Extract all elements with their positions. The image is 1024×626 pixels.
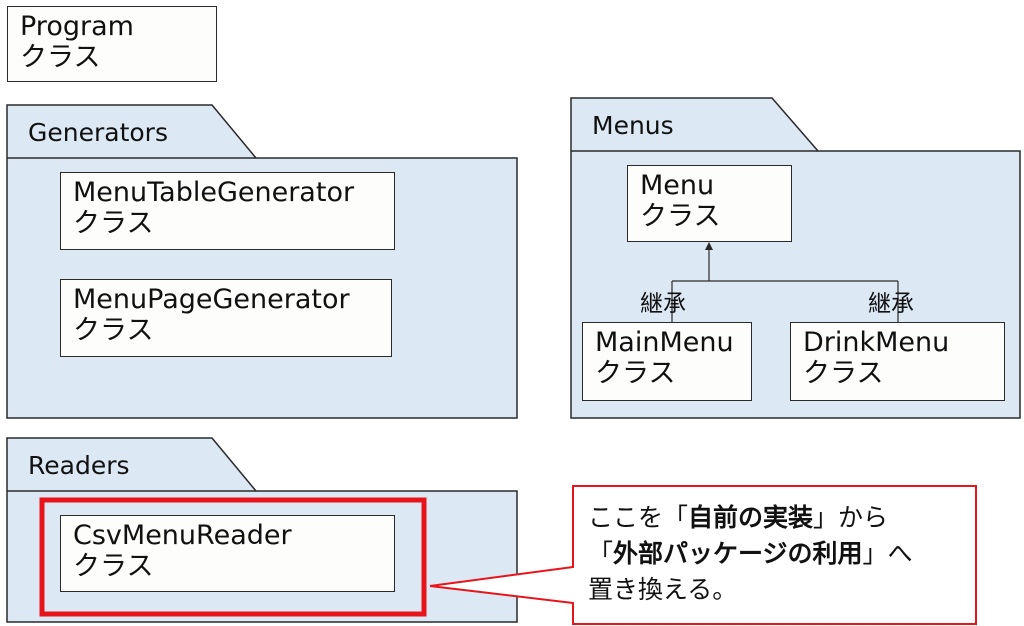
readers-package-label: Readers bbox=[28, 451, 130, 480]
class-kind: クラス bbox=[73, 551, 154, 582]
menu-page-generator-class: MenuPageGenerator クラス bbox=[60, 279, 392, 357]
program-class: Program クラス bbox=[7, 6, 217, 82]
inherit-label-right: 継承 bbox=[868, 291, 914, 317]
menus-package-label: Menus bbox=[592, 111, 674, 140]
class-kind: クラス bbox=[73, 315, 154, 346]
callout-bold-1: 自前の実装 bbox=[688, 503, 814, 532]
callout-text: ここを「自前の実装」から 「外部パッケージの利用」へ 置き換える。 bbox=[588, 500, 913, 608]
inheritance-connector bbox=[671, 249, 899, 322]
class-kind: クラス bbox=[595, 358, 676, 389]
class-name: CsvMenuReader bbox=[73, 520, 292, 551]
class-kind: クラス bbox=[803, 358, 884, 389]
class-name: MenuPageGenerator bbox=[73, 284, 350, 315]
class-kind: クラス bbox=[640, 201, 721, 232]
callout-bold-2: 外部パッケージの利用 bbox=[613, 539, 863, 568]
generators-package-shape bbox=[6, 104, 518, 419]
menu-class: Menu クラス bbox=[627, 165, 792, 242]
callout-shape bbox=[429, 485, 977, 625]
program-class-kind: クラス bbox=[20, 42, 101, 73]
callout-line-1: ここを「自前の実装」から bbox=[588, 503, 889, 532]
class-name: DrinkMenu bbox=[803, 327, 950, 358]
highlight-box bbox=[39, 497, 427, 617]
class-name: MenuTableGenerator bbox=[73, 177, 355, 208]
callout-line-3: 置き換える。 bbox=[588, 575, 738, 604]
callout-line-2: 「外部パッケージの利用」へ bbox=[588, 539, 913, 568]
program-class-name: Program bbox=[20, 11, 134, 42]
generators-package-label: Generators bbox=[28, 118, 168, 147]
menu-table-generator-class: MenuTableGenerator クラス bbox=[60, 172, 395, 250]
class-kind: クラス bbox=[73, 208, 154, 239]
main-menu-class: MainMenu クラス bbox=[582, 322, 752, 401]
csv-menu-reader-class: CsvMenuReader クラス bbox=[60, 515, 395, 592]
class-name: Menu bbox=[640, 170, 715, 201]
drink-menu-class: DrinkMenu クラス bbox=[790, 322, 1005, 401]
inheritance-arrowhead bbox=[705, 242, 713, 250]
inherit-label-left: 継承 bbox=[640, 291, 686, 317]
class-name: MainMenu bbox=[595, 327, 734, 358]
